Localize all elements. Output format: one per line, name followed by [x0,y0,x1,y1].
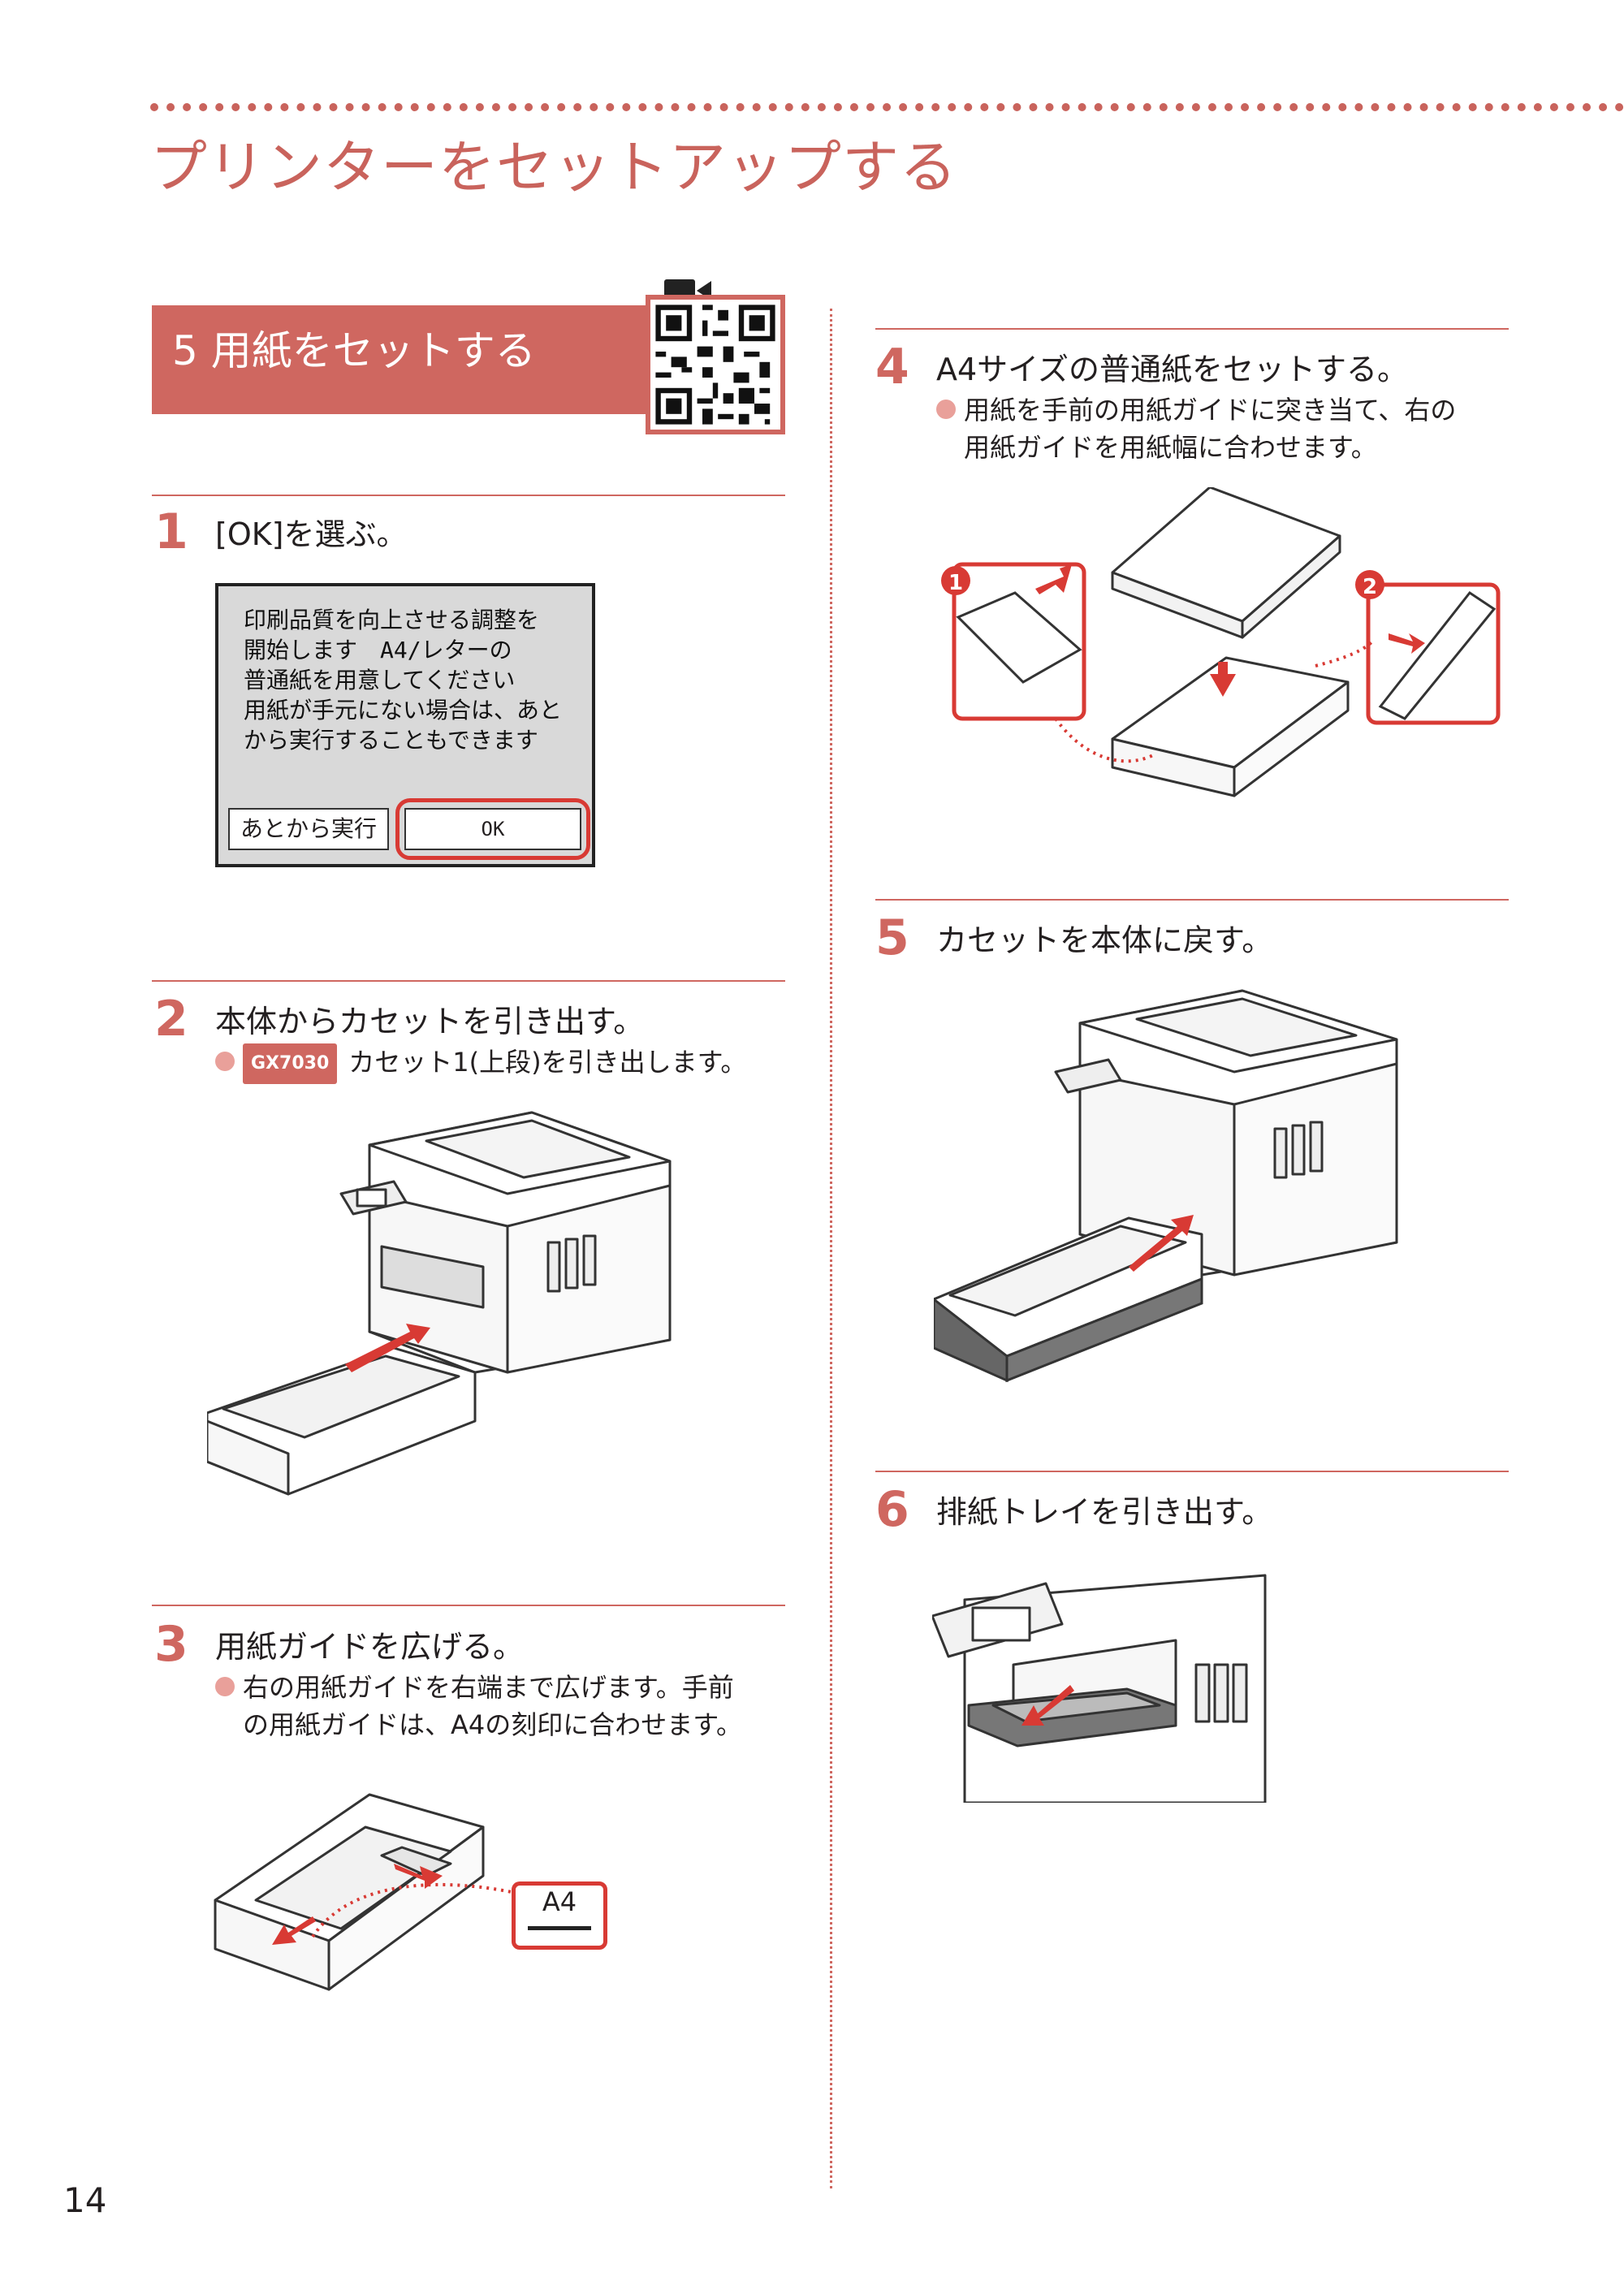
bullet-line: 用紙ガイドを用紙幅に合わせます。 [964,432,1377,463]
a4-callout-label: A4 [542,1886,577,1917]
step-number: 1 [154,503,188,560]
printer-cassette-pull-illustration [207,1111,672,1496]
step-number: 3 [154,1616,188,1673]
step-number: 4 [875,339,909,395]
step-bullet: 右の用紙ガイドを右端まで広げます。手前 の用紙ガイドは、A4の刻印に合わせます。 [215,1669,742,1743]
model-badge: GX7030 [243,1043,338,1084]
step-text: カセットを本体に戻す。 [936,922,1273,958]
step-bullet: 用紙を手前の用紙ガイドに突き当て、右の 用紙ガイドを用紙幅に合わせます。 [936,391,1456,466]
bullet-dot [215,1677,235,1696]
step-divider [875,328,1509,330]
bullet-line: の用紙ガイドは、A4の刻印に合わせます。 [243,1709,743,1740]
bullet-line: 右の用紙ガイドを右端まで広げます。手前 [243,1672,734,1703]
step-number: 6 [875,1481,909,1538]
step-text: 本体からカセットを引き出す。 [215,1004,645,1039]
step-bullet: GX7030 カセット1(上段)を引き出します。 [215,1043,746,1084]
page-number: 14 [63,2180,107,2220]
bullet-dot [215,1052,235,1071]
step-number: 5 [875,909,909,966]
step-divider [875,1471,1509,1472]
step-divider [152,495,785,496]
paper-loading-illustration: 1 2 [941,487,1501,797]
step-divider [152,980,785,982]
ok-highlight-ring [395,798,590,860]
paper-guide-illustration [214,1793,512,1991]
qr-code-icon [650,300,780,430]
step-text: [OK]を選ぶ。 [215,516,408,552]
header-dotted-rule [150,103,1624,111]
qr-code-video-link[interactable] [646,295,785,434]
page-title: プリンターをセットアップする [150,134,957,201]
a4-mark-line [528,1926,591,1930]
bullet-text: カセット1(上段)を引き出します。 [348,1047,747,1078]
step-divider [875,899,1509,901]
step-divider [152,1605,785,1606]
screen-message: 印刷品質を向上させる調整を 開始します A4/レターの 普通紙を用意してください… [244,607,563,754]
marker-2-label: 2 [1363,575,1377,599]
step-number: 2 [154,991,188,1048]
step-text: 用紙ガイドを広げる。 [215,1629,525,1665]
marker-1-label: 1 [948,571,963,595]
section-title: 5 用紙をセットする [172,327,536,374]
output-tray-illustration [932,1574,1267,1803]
step-text: 排紙トレイを引き出す。 [936,1494,1273,1530]
column-separator [830,309,832,2188]
bullet-line: 用紙を手前の用紙ガイドに突き当て、右の [964,395,1457,426]
ok-button[interactable]: OK [404,808,581,850]
later-button[interactable]: あとから実行 [228,808,389,850]
a4-callout-box [512,1881,607,1950]
bullet-dot [936,400,956,419]
cassette-insert-illustration [934,989,1398,1383]
step-text: A4サイズの普通紙をセットする。 [936,352,1409,387]
